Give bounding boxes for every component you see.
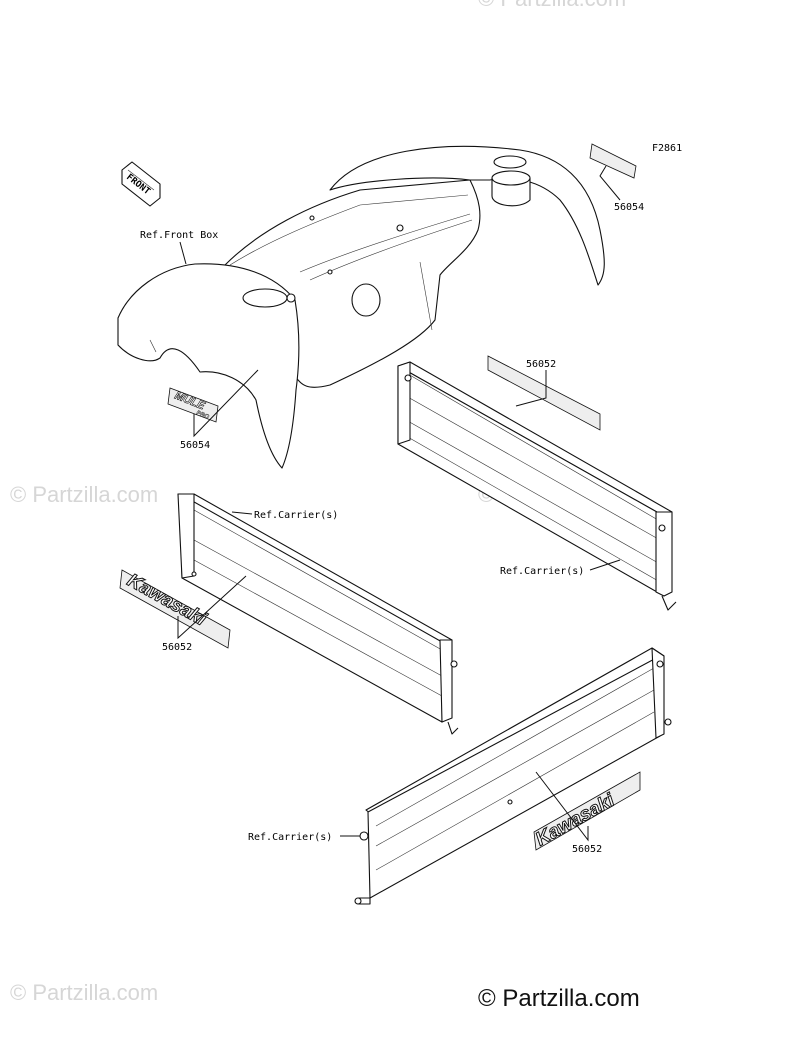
front-arrow-icon: FRONT (121, 161, 161, 207)
callout-56052-top: 56052 (526, 359, 556, 370)
decal-56054-top (589, 143, 637, 179)
watermark-bottom-main: © Partzilla.com (478, 985, 640, 1012)
callout-56052-bottom: 56052 (572, 844, 602, 855)
front-box-part (117, 145, 605, 469)
callout-56054-top: 56054 (614, 202, 644, 213)
carrier-panel-right (397, 361, 677, 611)
decal-56052-top (487, 355, 601, 431)
diagram-code: F2861 (652, 143, 682, 154)
watermark-left-mid: © Partzilla.com (10, 482, 158, 507)
watermark-bottom-left: © Partzilla.com (10, 980, 158, 1005)
svg-text:PRO: PRO (195, 410, 210, 421)
tailgate-panel (354, 647, 672, 905)
carrier-panel-left (177, 493, 459, 735)
watermark-top: © Partzilla.com (478, 0, 626, 11)
ref-carrier-left-label: Ref.Carrier(s) (254, 510, 338, 521)
ref-carrier-bottom-label: Ref.Carrier(s) (248, 832, 332, 843)
ref-carrier-right-label: Ref.Carrier(s) (500, 566, 584, 577)
decal-mule-left: MULE PRO (167, 387, 219, 423)
callout-56052-left: 56052 (162, 642, 192, 653)
callout-56054-left: 56054 (180, 440, 210, 451)
ref-front-box-label: Ref.Front Box (140, 230, 218, 241)
